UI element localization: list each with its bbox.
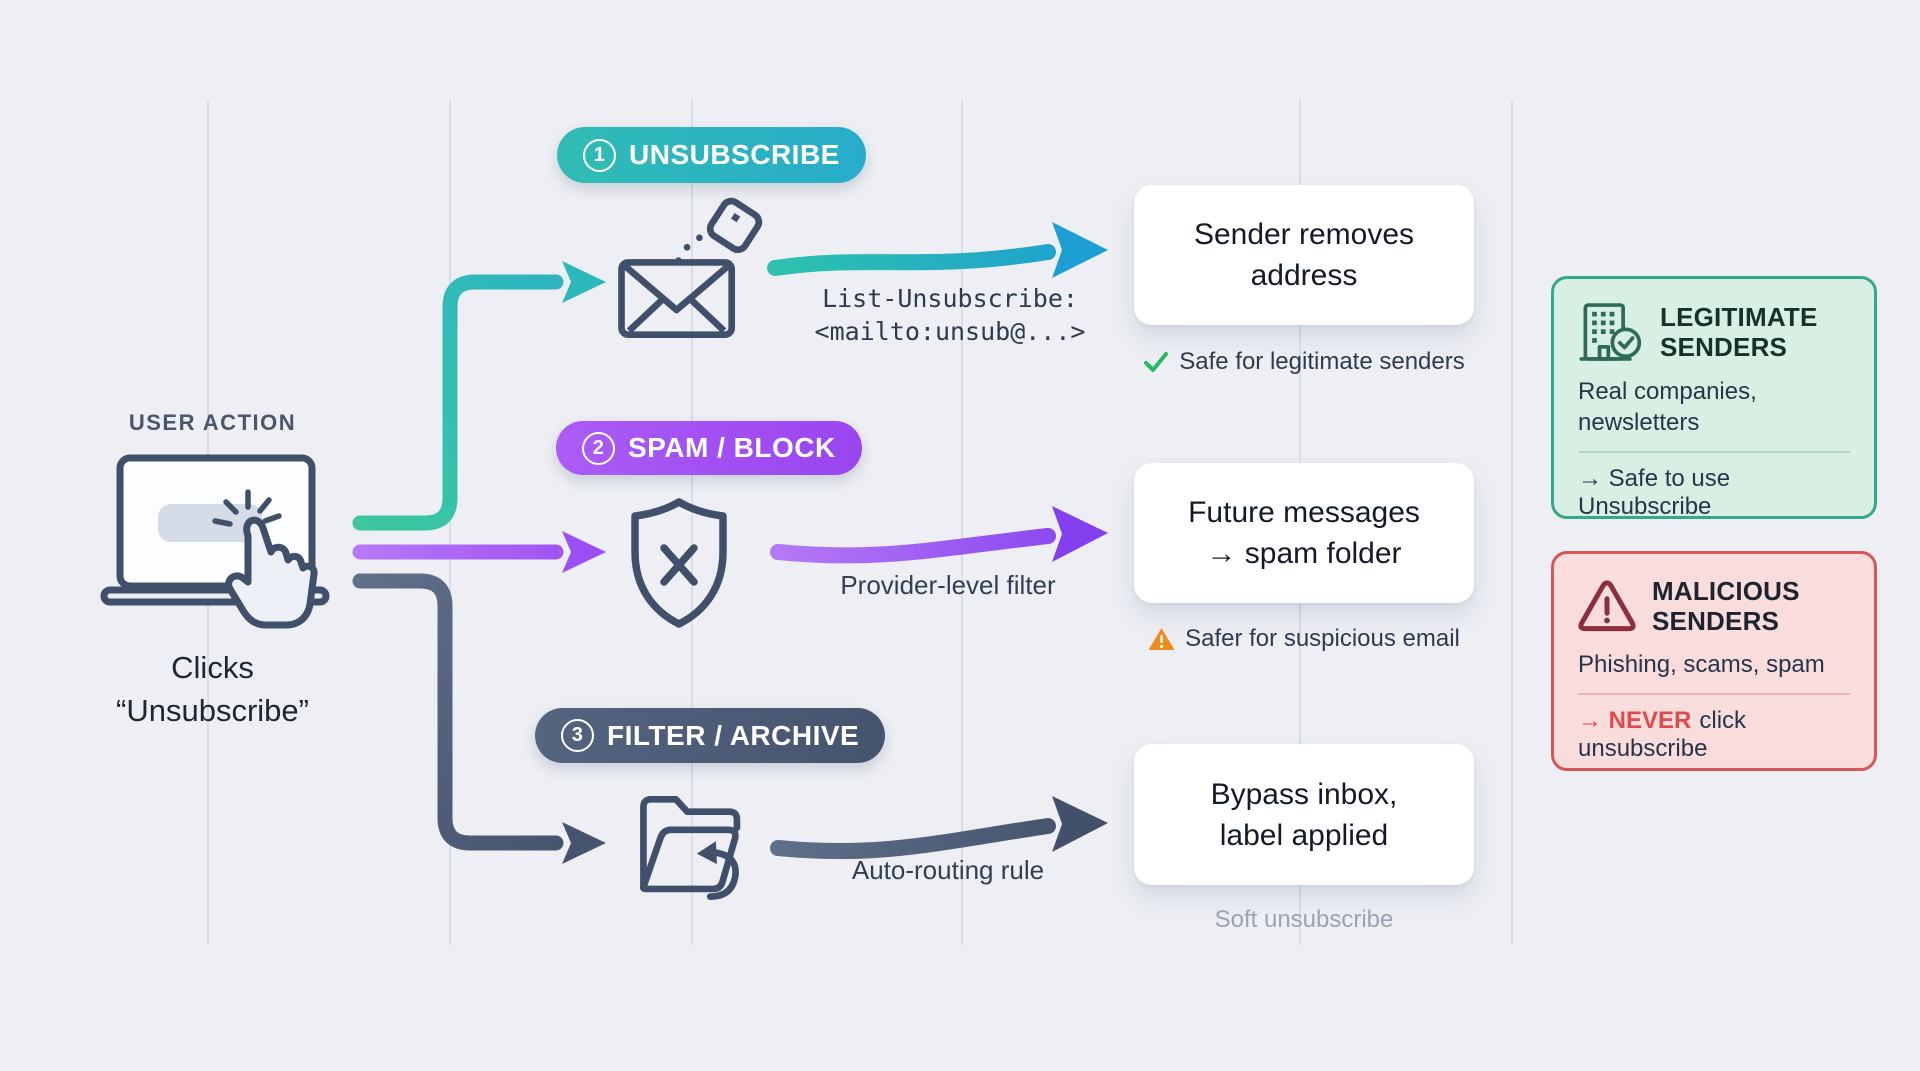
legitimate-body-line2: newsletters [1578,409,1700,436]
malicious-title-line1: MALICIOUS [1652,576,1800,606]
malicious-senders-panel: MALICIOUS SENDERS Phishing, scams, spam … [1551,551,1877,771]
step-number-circle: 1 [583,138,616,172]
legitimate-body-line1: Real companies, [1578,378,1757,405]
note-safer-suspicious: Safer for suspicious email [1134,625,1474,653]
click-burst-icon [212,489,282,527]
legitimate-title: LEGITIMATE SENDERS [1660,302,1818,362]
shield-x-icon [628,498,730,628]
result-line1: Future messages [1188,496,1420,529]
note-text: Soft unsubscribe [1214,906,1394,933]
step-number-circle: 2 [582,431,615,465]
check-icon [1144,352,1169,372]
result-line2: label applied [1219,818,1389,852]
note-safe-legitimate: Safe for legitimate senders [1134,348,1474,376]
malicious-title-line2: SENDERS [1652,606,1780,636]
laptop-click-icon [98,450,333,645]
hand-cursor-icon [225,516,318,629]
code-line2: <mailto:unsub@...> [814,317,1086,346]
legitimate-senders-panel: LEGITIMATE SENDERS Real companies, newsl… [1551,276,1877,520]
user-action-caption-line1: Clicks [171,650,254,685]
badge-spam-block-label: SPAM / BLOCK [628,432,836,463]
badge-filter-archive-label: FILTER / ARCHIVE [607,719,860,751]
result-line2: address [1250,259,1358,292]
provider-filter-label: Provider-level filter [840,570,1056,600]
legitimate-body: Real companies, newsletters [1578,376,1850,438]
folder-return-icon [632,788,756,906]
building-check-icon [1579,303,1642,361]
result-card-sender-removes: Sender removes address [1134,185,1474,325]
background-divider [961,100,963,945]
result-line1: Bypass inbox, [1210,777,1398,811]
malicious-body: Phishing, scams, spam [1578,651,1825,678]
legitimate-title-line1: LEGITIMATE [1660,302,1818,332]
alert-triangle-icon [1578,580,1636,632]
result-line2: → spam folder [1206,537,1402,570]
legitimate-title-line2: SENDERS [1660,332,1788,362]
user-action-caption-line2: “Unsubscribe” [116,693,309,728]
malicious-title: MALICIOUS SENDERS [1652,576,1800,636]
result-card-spam-folder: Future messages → spam folder [1134,463,1474,603]
email-tag-icon [612,196,764,346]
result-line1: Sender removes [1193,218,1415,251]
panel-divider [1578,693,1850,695]
legitimate-footer: → Safe to use Unsubscribe [1578,465,1731,520]
user-action-caption: Clicks “Unsubscribe” [40,646,385,732]
malicious-footer-rest: click unsubscribe [1578,707,1747,762]
result-card-bypass-inbox: Bypass inbox, label applied [1134,744,1474,885]
background-divider [449,100,451,945]
panel-divider [1578,451,1850,453]
tag-trail-dots [675,234,703,264]
badge-unsubscribe-label: UNSUBSCRIBE [629,139,840,170]
user-action-heading: USER ACTION [128,410,297,435]
note-text: Safe for legitimate senders [1179,348,1465,375]
code-line1: List-Unsubscribe: [822,284,1078,313]
badge-unsubscribe: 1 UNSUBSCRIBE [557,127,866,183]
badge-spam-block: 2 SPAM / BLOCK [556,421,862,475]
warning-icon [1148,628,1175,650]
badge-filter-archive: 3 FILTER / ARCHIVE [535,708,886,763]
background-divider [691,100,693,945]
list-unsubscribe-header-code: List-Unsubscribe: <mailto:unsub@...> [790,282,1110,348]
step-number-circle: 3 [561,719,594,752]
background-divider [1511,100,1513,945]
note-soft-unsubscribe: Soft unsubscribe [1134,906,1474,934]
never-emphasis: → NEVER [1578,707,1692,734]
note-text: Safer for suspicious email [1185,625,1460,652]
auto-routing-label: Auto-routing rule [851,855,1045,885]
